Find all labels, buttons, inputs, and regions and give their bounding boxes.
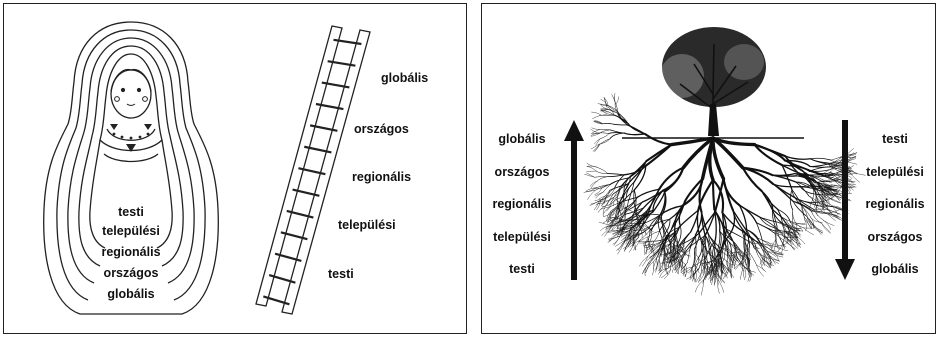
doll-level-label: országos bbox=[104, 266, 159, 280]
tree-root bbox=[593, 145, 600, 152]
tree-root bbox=[588, 190, 596, 199]
down-arrow-level-label: országos bbox=[868, 230, 923, 244]
tree-root bbox=[793, 210, 796, 223]
tree-root bbox=[608, 236, 620, 243]
down-arrow-level-label: regionális bbox=[865, 197, 924, 211]
tree-root bbox=[699, 254, 702, 267]
tree-root bbox=[723, 179, 733, 211]
up-arrow-icon bbox=[564, 120, 584, 280]
tree-root bbox=[792, 190, 802, 207]
tree-root bbox=[600, 134, 609, 139]
tree-root bbox=[617, 187, 620, 197]
tree-root bbox=[773, 174, 795, 176]
tree-root bbox=[715, 212, 716, 240]
tree-root bbox=[588, 167, 597, 171]
tree-root bbox=[724, 246, 726, 258]
tree-root bbox=[718, 231, 719, 247]
up-arrow-level-label: települési bbox=[493, 230, 551, 244]
left-panel: testi települési regionális országos glo… bbox=[3, 3, 467, 334]
ladder-level-label: települési bbox=[338, 218, 396, 232]
tree-root bbox=[831, 199, 841, 203]
tree-roots bbox=[584, 93, 865, 295]
tree-root bbox=[804, 228, 814, 235]
tree-root bbox=[679, 210, 698, 227]
doll-face-details bbox=[115, 88, 148, 105]
tree-root bbox=[628, 166, 646, 184]
down-arrow-level-label: globális bbox=[871, 262, 918, 276]
tree-root bbox=[645, 243, 647, 254]
ladder-level-label: globális bbox=[381, 71, 428, 85]
doll-level-label: globális bbox=[107, 287, 154, 301]
tree-root bbox=[644, 243, 645, 253]
tree-root bbox=[740, 268, 743, 279]
tree-root bbox=[596, 167, 607, 173]
tree-root bbox=[713, 180, 714, 210]
ladder-level-label: testi bbox=[328, 267, 354, 281]
tree-root bbox=[587, 171, 596, 172]
tree-root bbox=[596, 171, 608, 174]
tree-root bbox=[659, 261, 661, 273]
tree-trunk bbox=[708, 104, 719, 136]
tree-root bbox=[646, 145, 672, 166]
tree-root bbox=[669, 244, 671, 258]
ladder-level-label: országos bbox=[354, 122, 409, 136]
down-arrow-level-label: települési bbox=[866, 165, 924, 179]
tree-root bbox=[824, 221, 834, 226]
tree-root bbox=[599, 222, 612, 225]
tree-root bbox=[608, 174, 625, 175]
tree-root bbox=[757, 265, 764, 276]
tree-root bbox=[591, 129, 598, 133]
tree-root bbox=[785, 156, 810, 159]
tree-root bbox=[591, 112, 601, 115]
tree-root bbox=[639, 237, 648, 242]
doll-level-label: testi bbox=[118, 205, 144, 219]
tree-root bbox=[595, 145, 600, 152]
tree-root bbox=[597, 177, 608, 181]
tree-root bbox=[815, 226, 822, 235]
ladder-level-label: regionális bbox=[352, 170, 411, 184]
doll-level-label: települési bbox=[102, 224, 160, 238]
tree-root bbox=[809, 167, 832, 171]
tree-root bbox=[596, 200, 600, 210]
tree-root bbox=[822, 224, 830, 232]
right-panel: globális országos regionális települési … bbox=[481, 3, 936, 334]
up-arrow-level-label: testi bbox=[509, 262, 535, 276]
tree-root bbox=[821, 195, 832, 206]
tree-root bbox=[701, 280, 704, 295]
tree-root bbox=[684, 232, 691, 247]
tree-root bbox=[590, 201, 599, 206]
tree-root bbox=[772, 250, 778, 260]
tree-root bbox=[593, 188, 601, 189]
tree-root bbox=[607, 105, 618, 112]
doll-level-label: regionális bbox=[101, 245, 160, 259]
tree-root bbox=[640, 231, 650, 241]
tree-root bbox=[627, 125, 645, 134]
tree-root bbox=[616, 97, 619, 104]
up-arrow-level-label: globális bbox=[498, 132, 545, 146]
up-arrow-level-label: országos bbox=[495, 165, 550, 179]
down-arrow-level-label: testi bbox=[882, 132, 908, 146]
up-arrow-level-label: regionális bbox=[492, 197, 551, 211]
tree-root bbox=[815, 226, 823, 233]
tree-root bbox=[600, 129, 610, 130]
tree-root bbox=[645, 134, 672, 145]
tree-root bbox=[613, 124, 627, 125]
tree-root bbox=[592, 128, 600, 130]
tree-root bbox=[743, 268, 745, 279]
tree-root bbox=[587, 163, 597, 167]
tree-root bbox=[608, 175, 624, 177]
